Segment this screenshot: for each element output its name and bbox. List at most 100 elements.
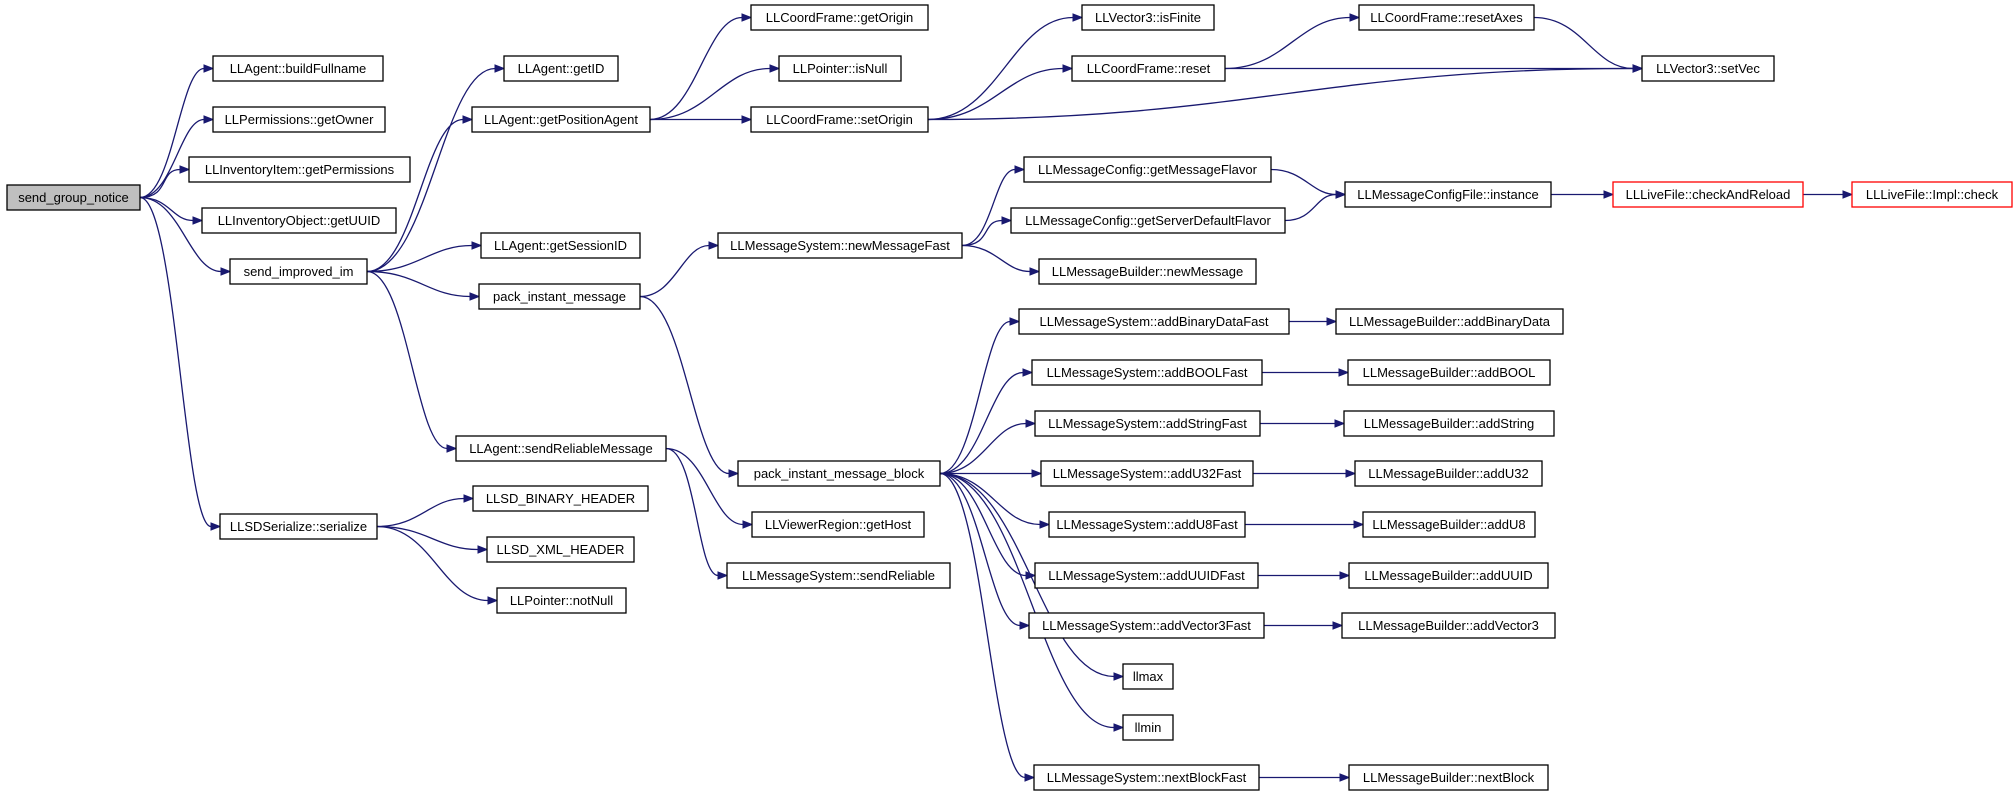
node-label: LLCoordFrame::getOrigin — [766, 10, 913, 25]
call-graph-node[interactable]: LLAgent::getSessionID — [480, 232, 641, 259]
edge-arrowhead — [179, 165, 191, 174]
edge-arrowhead — [1334, 419, 1346, 428]
call-graph-node[interactable]: LLCoordFrame::reset — [1071, 55, 1226, 82]
call-graph-node[interactable]: LLMessageConfig::getMessageFlavor — [1023, 156, 1272, 183]
node-label: LLMessageSystem::addUUIDFast — [1048, 568, 1245, 583]
call-graph-node[interactable]: LLMessageBuilder::addU32 — [1354, 460, 1543, 487]
call-edge — [1284, 193, 1337, 222]
edge-arrowhead — [1001, 216, 1013, 225]
call-graph-node[interactable]: LLSDSerialize::serialize — [219, 513, 378, 540]
node-label: LLMessageSystem::addBOOLFast — [1047, 365, 1248, 380]
call-graph-node[interactable]: LLMessageSystem::nextBlockFast — [1033, 764, 1260, 791]
call-graph-node[interactable]: send_improved_im — [229, 258, 368, 285]
edge-arrowhead — [192, 216, 204, 225]
node-box — [212, 106, 386, 133]
call-graph-node[interactable]: LLMessageBuilder::newMessage — [1038, 258, 1257, 285]
call-graph-node[interactable]: LLMessageSystem::sendReliable — [726, 562, 951, 589]
edge-arrowhead — [1349, 13, 1361, 22]
call-graph-node[interactable]: LLAgent::getPositionAgent — [471, 106, 651, 133]
node-label: LLPointer::isNull — [793, 61, 888, 76]
node-box — [1018, 308, 1290, 335]
call-graph-node[interactable]: LLVector3::isFinite — [1081, 4, 1215, 31]
edge-arrowhead — [1353, 520, 1365, 529]
call-graph-node[interactable]: LLCoordFrame::getOrigin — [750, 4, 929, 31]
call-graph-node[interactable]: LLMessageBuilder::addUUID — [1348, 562, 1549, 589]
edge-arrowhead — [1022, 368, 1034, 377]
call-graph-node[interactable]: LLSD_XML_HEADER — [486, 536, 635, 563]
call-edge — [961, 219, 1003, 247]
node-box — [1031, 359, 1263, 386]
node-box — [1341, 612, 1556, 639]
call-edge — [939, 320, 1011, 475]
call-graph-node[interactable]: LLPointer::notNull — [496, 587, 627, 614]
call-graph-node[interactable]: LLMessageSystem::addUUIDFast — [1034, 562, 1259, 589]
call-graph-node[interactable]: LLMessageSystem::addStringFast — [1034, 410, 1261, 437]
call-graph-node[interactable]: LLViewerRegion::getHost — [751, 511, 925, 538]
node-label: LLMessageBuilder::addBOOL — [1363, 365, 1536, 380]
call-graph-node[interactable]: LLCoordFrame::resetAxes — [1358, 4, 1535, 31]
node-label: LLMessageBuilder::addUUID — [1364, 568, 1532, 583]
call-graph-node[interactable]: send_group_notice — [6, 184, 141, 211]
node-label: LLCoordFrame::reset — [1087, 61, 1211, 76]
call-edge — [927, 16, 1074, 121]
edge-arrowhead — [1113, 723, 1125, 732]
edge-arrowhead — [1332, 621, 1344, 630]
call-graph-node[interactable]: LLLiveFile::checkAndReload — [1612, 181, 1804, 208]
node-label: LLMessageSystem::addBinaryDataFast — [1039, 314, 1268, 329]
call-graph-node[interactable]: LLMessageSystem::addVector3Fast — [1028, 612, 1265, 639]
node-box — [486, 536, 635, 563]
call-graph-node[interactable]: LLMessageSystem::newMessageFast — [717, 232, 963, 259]
call-graph-node[interactable]: llmin — [1122, 714, 1174, 741]
call-edge — [639, 244, 710, 298]
node-box — [1348, 764, 1549, 791]
call-graph-node[interactable]: LLPermissions::getOwner — [212, 106, 386, 133]
call-graph-node[interactable]: LLSD_BINARY_HEADER — [472, 485, 649, 512]
call-graph-node[interactable]: LLMessageSystem::addU32Fast — [1040, 460, 1254, 487]
edge-arrowhead — [1326, 317, 1338, 326]
call-graph-node[interactable]: LLMessageBuilder::addBOOL — [1347, 359, 1551, 386]
edge-arrowhead — [494, 64, 506, 73]
call-graph-node[interactable]: LLMessageBuilder::addString — [1343, 410, 1555, 437]
node-label: LLMessageSystem::sendReliable — [742, 568, 935, 583]
call-graph-node[interactable]: LLInventoryObject::getUUID — [201, 207, 397, 234]
call-graph-node[interactable]: LLVector3::setVec — [1641, 55, 1775, 82]
node-label: llmin — [1135, 720, 1162, 735]
call-graph-node[interactable]: LLLiveFile::Impl::check — [1851, 181, 2013, 208]
call-edge — [366, 270, 471, 298]
call-graph-node[interactable]: LLMessageBuilder::addBinaryData — [1335, 308, 1564, 335]
call-graph-node[interactable]: LLMessageSystem::addU8Fast — [1048, 511, 1246, 538]
call-edge — [376, 525, 479, 551]
edge-arrowhead — [446, 444, 458, 453]
call-graph-node[interactable]: LLMessageBuilder::addU8 — [1362, 511, 1536, 538]
node-box — [1851, 181, 2013, 208]
edge-arrowhead — [708, 241, 720, 250]
call-graph-node[interactable]: LLAgent::getID — [503, 55, 619, 82]
call-graph-node[interactable]: LLMessageConfigFile::instance — [1344, 181, 1552, 208]
call-graph-node[interactable]: LLMessageBuilder::addVector3 — [1341, 612, 1556, 639]
call-graph-node[interactable]: llmax — [1122, 663, 1174, 690]
node-label: LLSD_XML_HEADER — [497, 542, 625, 557]
node-box — [750, 4, 929, 31]
edges-layer — [139, 13, 1854, 782]
node-label: LLMessageBuilder::addString — [1364, 416, 1535, 431]
call-graph-node[interactable]: LLMessageSystem::addBinaryDataFast — [1018, 308, 1290, 335]
call-edge — [665, 447, 719, 577]
call-graph-node[interactable]: LLCoordFrame::setOrigin — [750, 106, 929, 133]
call-edge — [139, 168, 181, 199]
call-graph-node[interactable]: LLMessageSystem::addBOOLFast — [1031, 359, 1263, 386]
call-graph-node[interactable]: LLAgent::sendReliableMessage — [455, 435, 667, 462]
call-graph-node[interactable]: pack_instant_message — [478, 283, 641, 310]
call-graph-node[interactable]: LLMessageBuilder::nextBlock — [1348, 764, 1549, 791]
nodes-layer: send_group_noticeLLAgent::buildFullnameL… — [6, 4, 2013, 791]
call-graph-node[interactable]: pack_instant_message_block — [737, 460, 941, 487]
node-label: LLVector3::isFinite — [1095, 10, 1201, 25]
call-graph-node[interactable]: LLAgent::buildFullname — [212, 55, 384, 82]
node-box — [1344, 181, 1552, 208]
node-box — [778, 55, 902, 82]
call-graph-node[interactable]: LLInventoryItem::getPermissions — [188, 156, 411, 183]
edge-arrowhead — [1335, 190, 1347, 199]
call-edge — [961, 244, 1031, 273]
call-graph-node[interactable]: LLPointer::isNull — [778, 55, 902, 82]
edge-arrowhead — [1014, 165, 1026, 174]
call-graph-node[interactable]: LLMessageConfig::getServerDefaultFlavor — [1010, 207, 1286, 234]
